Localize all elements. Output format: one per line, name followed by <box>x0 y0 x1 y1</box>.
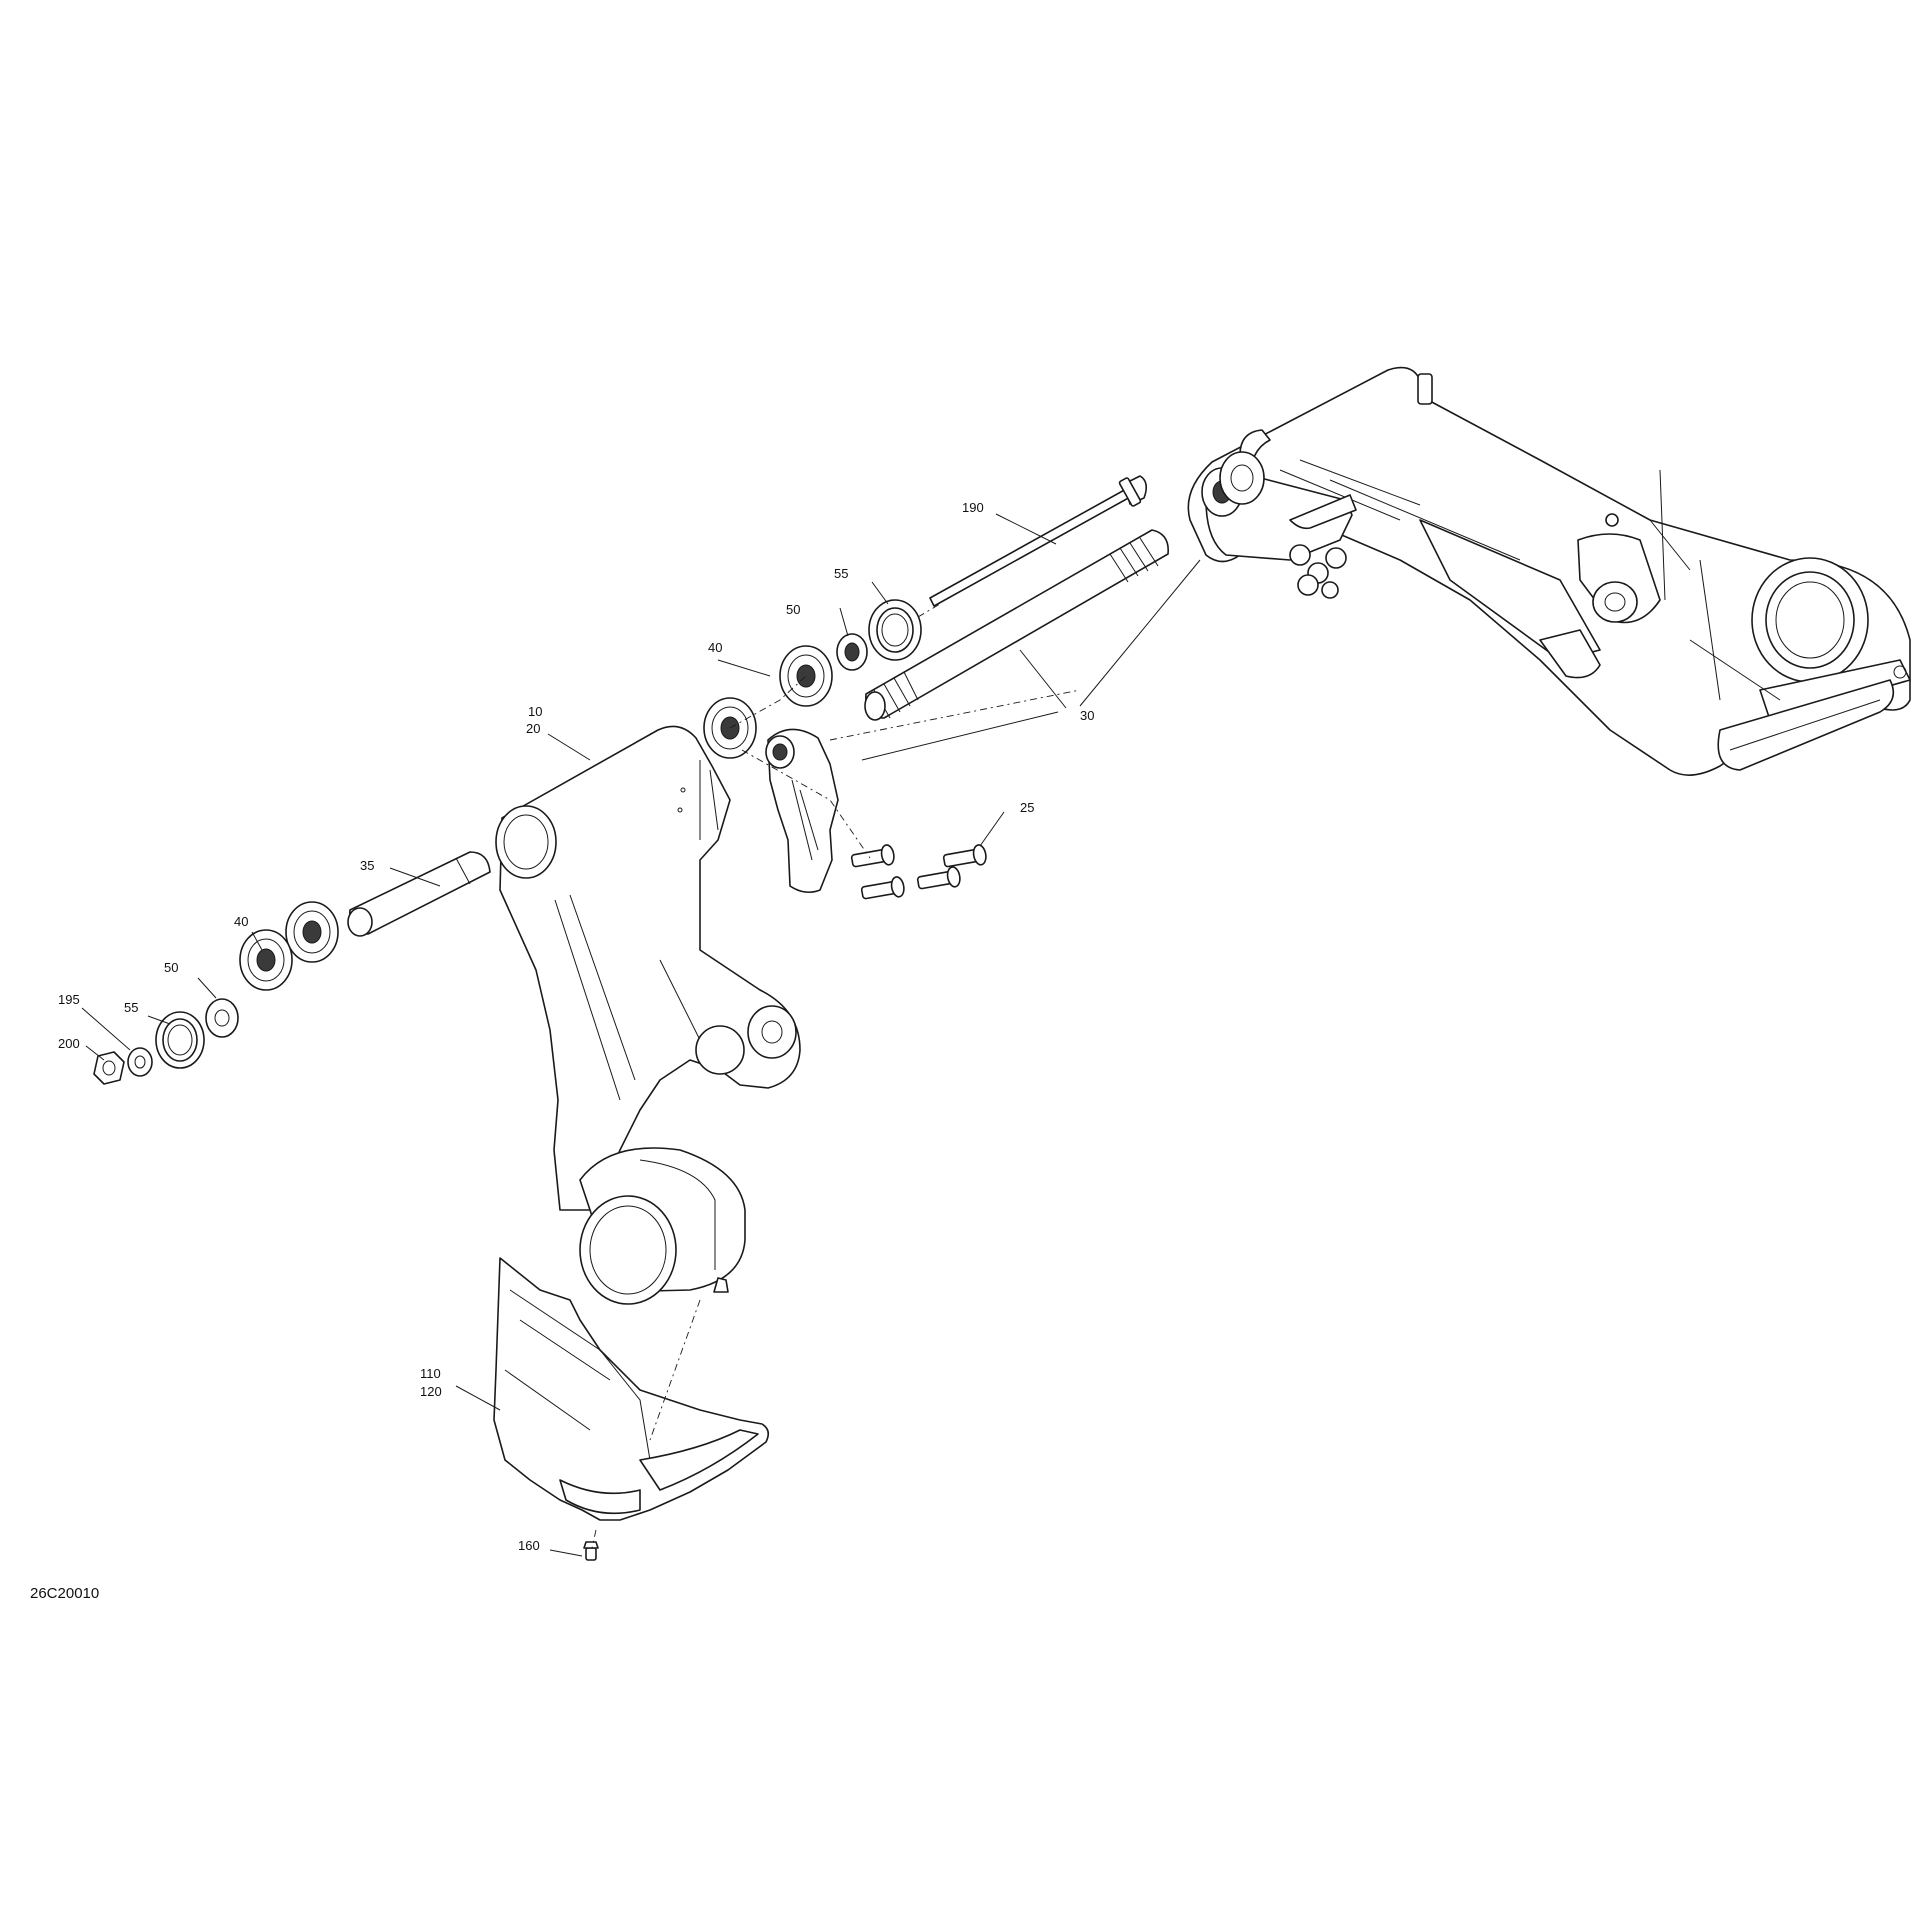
callout-40-upper: 40 <box>708 640 722 655</box>
bearing-40-lower-outer <box>239 929 293 991</box>
bolt-190 <box>929 475 1148 607</box>
spacer-50-lower <box>205 998 239 1038</box>
callout-10: 10 <box>528 704 542 719</box>
leader-lines <box>81 513 1201 1557</box>
splined-shaft-30 <box>864 529 1169 721</box>
shaft-35 <box>347 851 491 937</box>
callout-190: 190 <box>962 500 984 515</box>
callout-40-lower: 40 <box>234 914 248 929</box>
callout-50-upper: 50 <box>786 602 800 617</box>
callout-20: 20 <box>526 721 540 736</box>
assembled-swing-arm <box>1187 366 1911 776</box>
callout-120: 120 <box>420 1384 442 1399</box>
skid-plate-110-120 <box>493 1257 770 1521</box>
seal-55-lower <box>155 1011 205 1069</box>
spacer-50-upper <box>836 633 868 671</box>
link-bracket <box>765 728 839 894</box>
screws-25 <box>850 844 987 900</box>
callout-35: 35 <box>360 858 374 873</box>
washer-195 <box>127 1047 153 1077</box>
callout-195: 195 <box>58 992 80 1007</box>
screw-160 <box>583 1541 599 1561</box>
callout-25: 25 <box>1020 800 1034 815</box>
assembly-center-lines <box>591 603 1081 1549</box>
callout-200: 200 <box>58 1036 80 1051</box>
callout-30: 30 <box>1080 708 1094 723</box>
nut-200 <box>93 1051 125 1085</box>
callout-160: 160 <box>518 1538 540 1553</box>
callouts: 10 20 25 30 35 40 40 50 50 55 55 110 120… <box>30 500 1094 1602</box>
callout-55-lower: 55 <box>124 1000 138 1015</box>
bearing-40-upper-outer <box>779 645 833 707</box>
callout-50-lower: 50 <box>164 960 178 975</box>
seal-55-upper <box>868 599 922 661</box>
bearing-40-lower-inner <box>285 901 339 963</box>
drawing-code: 26C20010 <box>30 1585 99 1602</box>
callout-110: 110 <box>420 1366 441 1381</box>
swing-arm-10-20 <box>495 725 801 1305</box>
callout-55-upper: 55 <box>834 566 848 581</box>
